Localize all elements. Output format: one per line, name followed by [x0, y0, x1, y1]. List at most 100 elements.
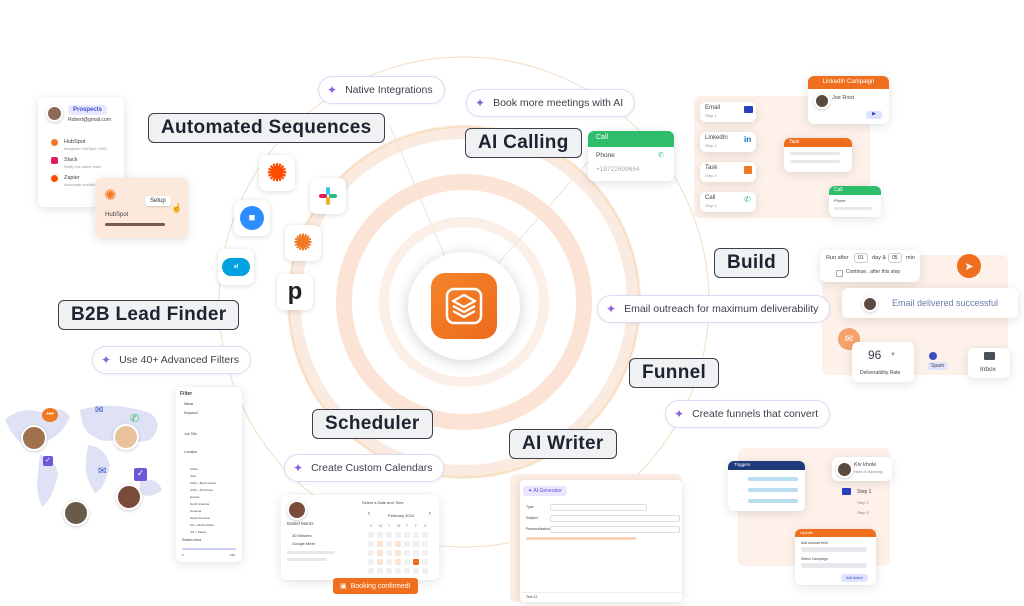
- calendar-day[interactable]: [422, 532, 428, 538]
- calendar-day[interactable]: [404, 532, 410, 538]
- input-field[interactable]: [801, 547, 867, 552]
- layers-logo-icon: [431, 273, 497, 339]
- location-item[interactable]: Africa: [190, 467, 198, 471]
- chevron-right-icon[interactable]: ›: [429, 511, 431, 517]
- calendar-day[interactable]: [413, 532, 419, 538]
- check-icon: ✓: [134, 468, 147, 481]
- location-item[interactable]: CAN + Metro Areas: [190, 481, 216, 485]
- calendar-day[interactable]: [422, 550, 428, 556]
- calendar-day[interactable]: [422, 559, 428, 565]
- weekday-label: M: [379, 524, 382, 528]
- location-item[interactable]: CAN + Provinces: [190, 488, 213, 492]
- calendar-day[interactable]: [404, 559, 410, 565]
- calendar-day[interactable]: [377, 550, 383, 556]
- input-field[interactable]: [550, 504, 647, 511]
- calendar-day[interactable]: [377, 532, 383, 538]
- days-input[interactable]: 01: [854, 253, 868, 263]
- ai-generator-button[interactable]: ✦ AI Generator: [523, 486, 567, 496]
- weekday-label: F: [415, 524, 418, 528]
- checkbox[interactable]: [836, 270, 843, 277]
- calendar-day[interactable]: [377, 568, 383, 574]
- location-item[interactable]: US + Metro Areas: [190, 523, 214, 527]
- calendar-day[interactable]: [386, 559, 392, 565]
- pipedrive-icon[interactable]: p: [277, 274, 313, 310]
- calendar-day[interactable]: [377, 541, 383, 547]
- calendar-day[interactable]: [404, 550, 410, 556]
- toolbar[interactable]: [520, 592, 682, 593]
- integration-name: HubSpot: [64, 139, 86, 145]
- pill-book-meetings: ✦Book more meetings with AI: [466, 89, 636, 117]
- location-item[interactable]: North America: [190, 502, 210, 506]
- step-sub: Step 3: [705, 173, 717, 178]
- calendar-day[interactable]: [368, 550, 374, 556]
- calendar-day[interactable]: [386, 550, 392, 556]
- trigger-row[interactable]: [748, 499, 798, 503]
- calendar-day[interactable]: [395, 559, 401, 565]
- location-item[interactable]: Asia: [190, 474, 196, 478]
- chevron-left-icon[interactable]: ‹: [368, 511, 370, 517]
- inbox-icon: [984, 352, 995, 360]
- hubspot-icon[interactable]: ✺: [285, 225, 321, 261]
- trigger-row[interactable]: [748, 477, 798, 481]
- location-item[interactable]: Europe: [190, 495, 200, 499]
- calendar-day[interactable]: [368, 559, 374, 565]
- setup-button[interactable]: Setup: [145, 196, 171, 206]
- input-field[interactable]: [550, 526, 680, 533]
- step-name: Call: [705, 195, 716, 201]
- zapier-icon[interactable]: ✺: [259, 155, 295, 191]
- calendar-day[interactable]: [386, 541, 392, 547]
- contact-card: Kiv khole Head of Marketing: [832, 457, 892, 481]
- integration-name: Zapier: [64, 175, 80, 181]
- zoom-icon[interactable]: ■: [234, 200, 270, 236]
- send-icon[interactable]: ➤: [957, 254, 981, 278]
- calendar-day[interactable]: [404, 568, 410, 574]
- calendar-day[interactable]: [368, 568, 374, 574]
- calendar-day[interactable]: [395, 550, 401, 556]
- calendar-day[interactable]: [413, 541, 419, 547]
- update-header: Update: [795, 529, 876, 537]
- spam-label: Spam: [928, 362, 948, 370]
- filter-item[interactable]: Name: [184, 402, 194, 406]
- calendar-day[interactable]: [404, 541, 410, 547]
- location-item[interactable]: Oceania: [190, 509, 202, 513]
- calendar-day[interactable]: [377, 559, 383, 565]
- calendar-day[interactable]: [386, 568, 392, 574]
- input-field[interactable]: [550, 515, 680, 522]
- input-field[interactable]: [801, 563, 867, 568]
- avatar: [21, 425, 47, 451]
- calendar-day[interactable]: [422, 568, 428, 574]
- task-header: Task: [784, 138, 852, 147]
- calendar-day[interactable]: [368, 541, 374, 547]
- delay-settings-card: Run after 01 day & 05 min Continue.. aft…: [820, 250, 920, 282]
- calendar-day[interactable]: [413, 568, 419, 574]
- salesforce-icon[interactable]: sf: [218, 249, 254, 285]
- footer-label: Text 12: [526, 595, 538, 599]
- calendar-day[interactable]: [395, 541, 401, 547]
- calendar-day[interactable]: [413, 550, 419, 556]
- add-action-button[interactable]: Add Action: [841, 574, 868, 582]
- location-item[interactable]: US + States: [190, 530, 207, 534]
- calendar-day[interactable]: [413, 559, 419, 565]
- filter-item[interactable]: Job Title: [184, 432, 198, 436]
- linkedin-campaign-card: LinkedIn Campaign Joe Root ▶: [808, 76, 889, 124]
- radius-tick: 0: [182, 553, 184, 557]
- calendar-day[interactable]: [395, 532, 401, 538]
- radius-slider[interactable]: [182, 548, 236, 550]
- calendar-day[interactable]: [368, 532, 374, 538]
- slack-icon[interactable]: [310, 178, 346, 214]
- cursor-icon: ☝: [171, 203, 183, 213]
- location-item[interactable]: South America: [190, 516, 210, 520]
- filter-item[interactable]: Keyword: [184, 411, 198, 415]
- mins-input[interactable]: 05: [888, 253, 902, 263]
- calendar-day[interactable]: [386, 532, 392, 538]
- filter-item[interactable]: Location: [184, 450, 198, 454]
- calendar-day[interactable]: [395, 568, 401, 574]
- play-button[interactable]: ▶: [866, 111, 882, 119]
- trigger-row[interactable]: [748, 488, 798, 492]
- calendar-day[interactable]: [422, 541, 428, 547]
